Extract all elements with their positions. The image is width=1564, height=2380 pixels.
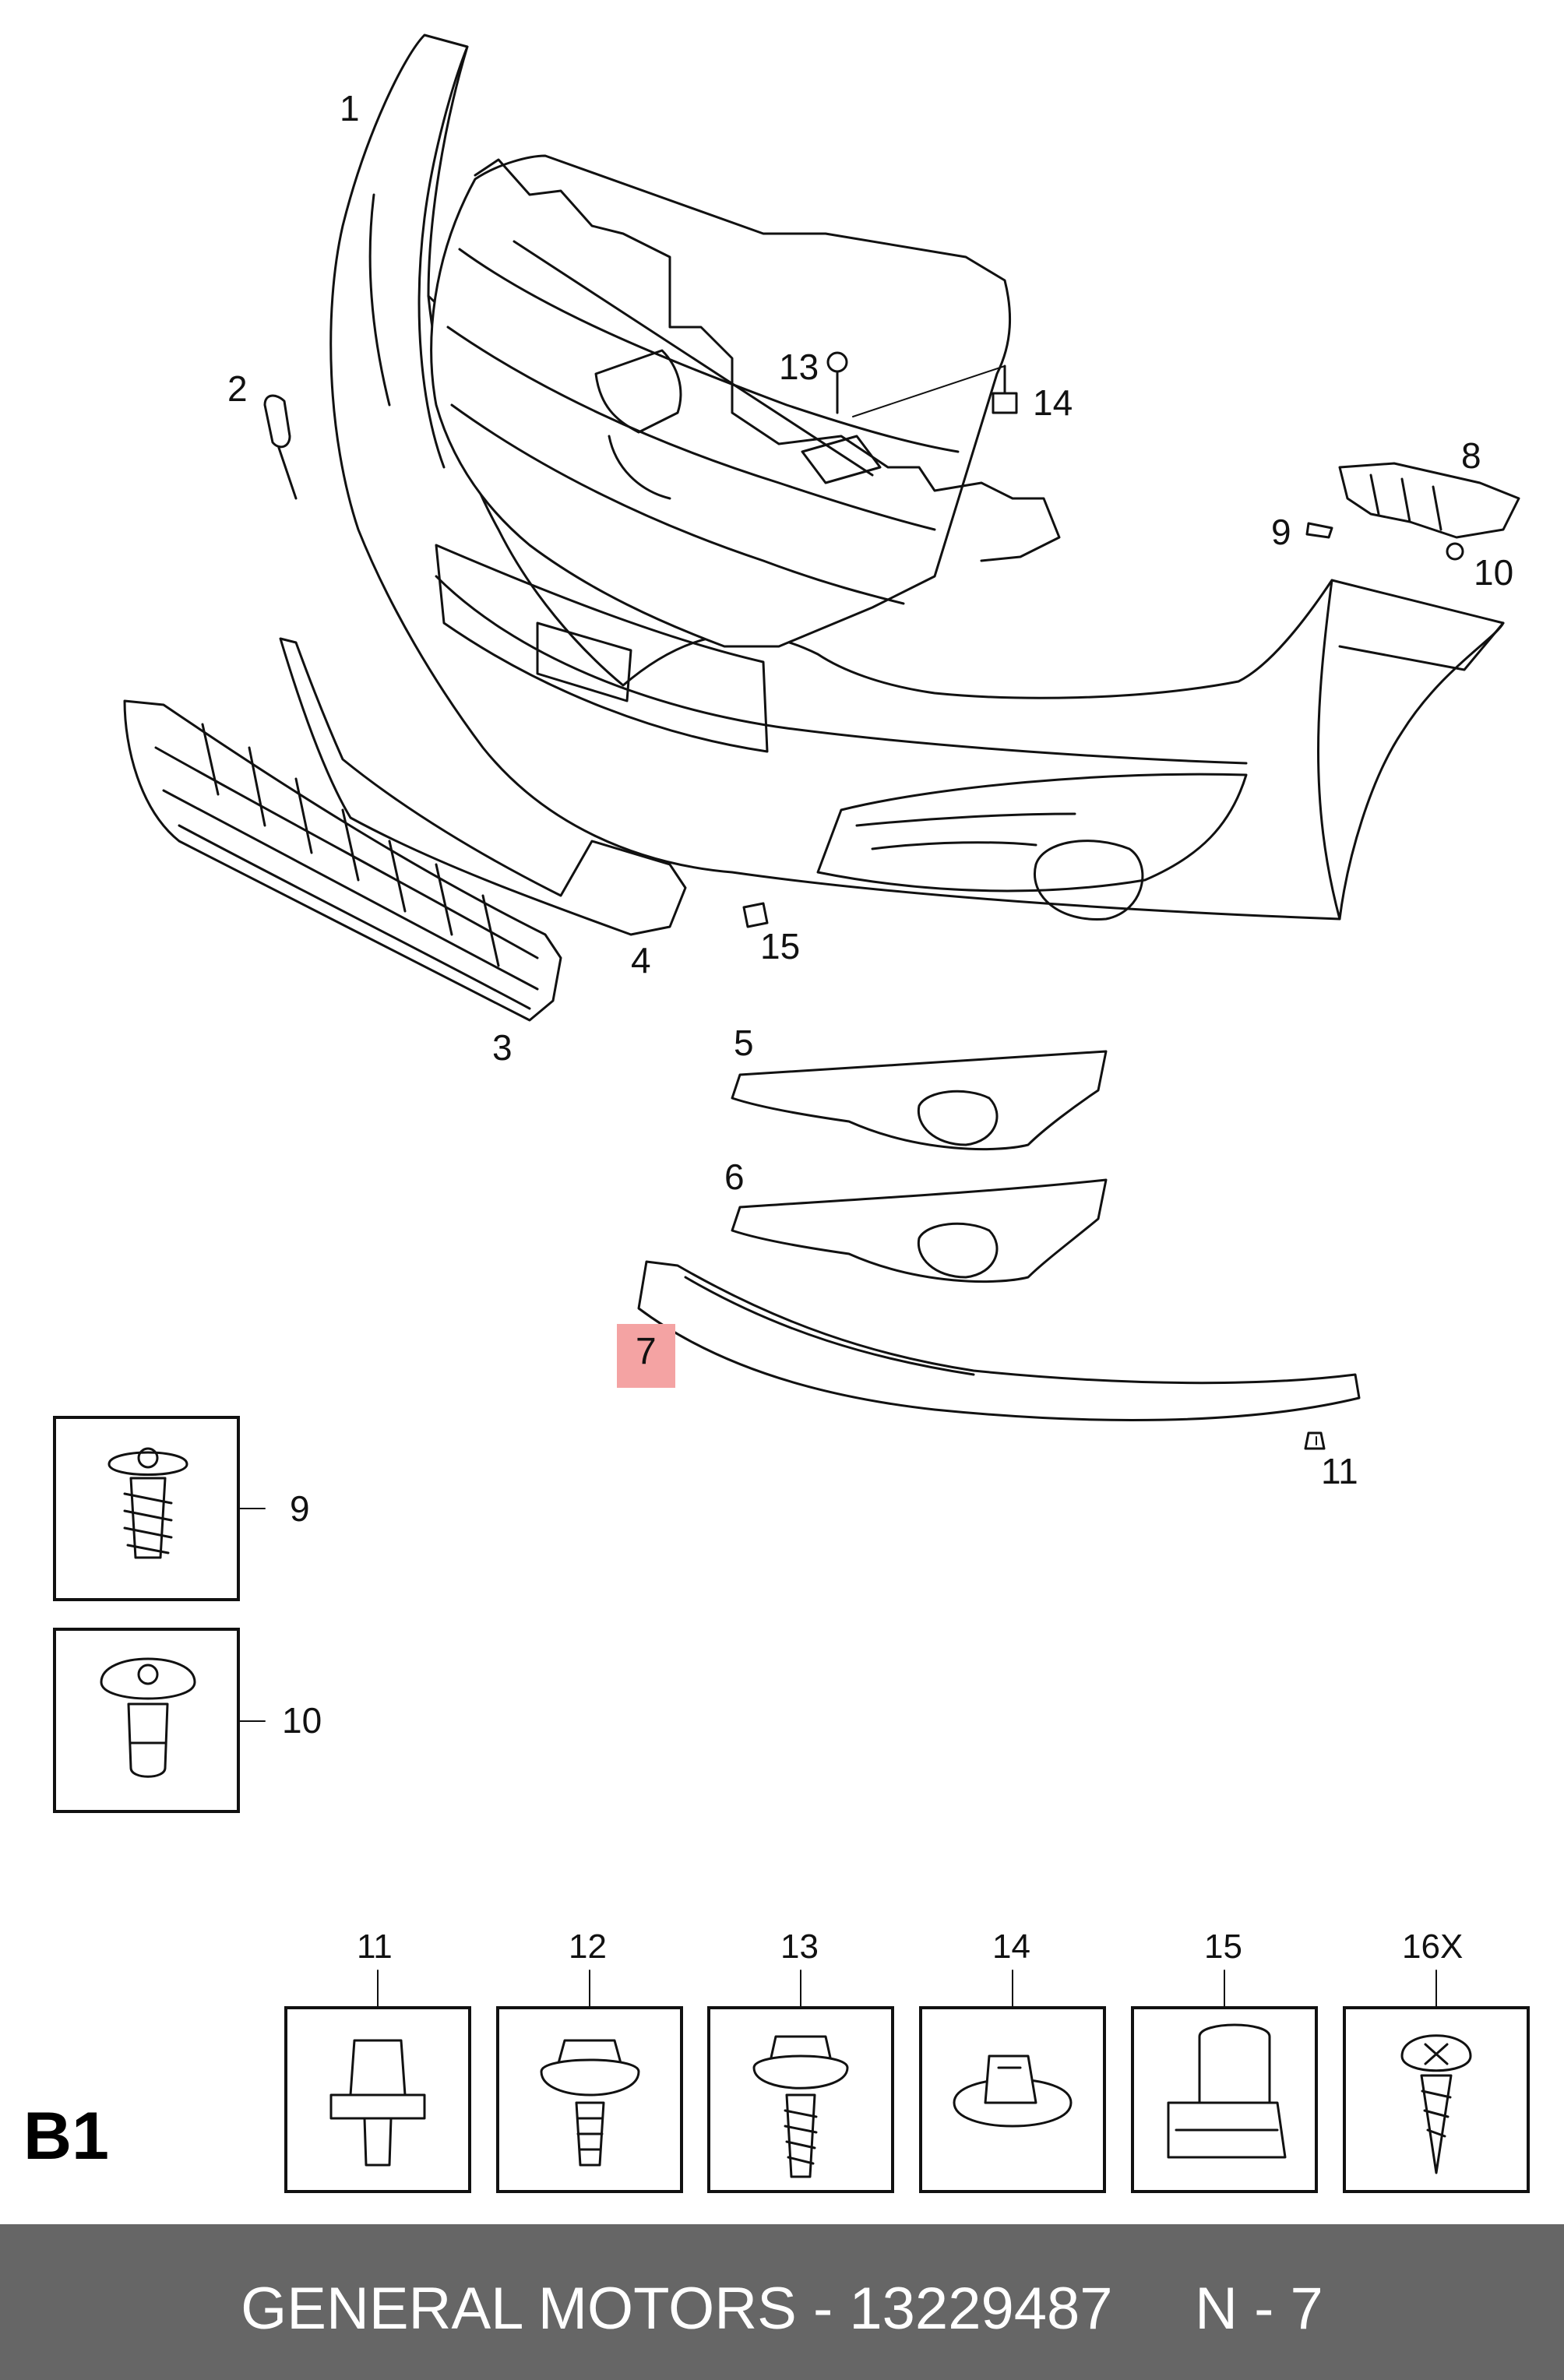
fastener-box-16x	[1343, 1970, 1530, 2193]
callout-8: 8	[1461, 435, 1481, 476]
upper-grille	[430, 154, 1012, 648]
fastener-header-16x: 16X	[1402, 1928, 1464, 1966]
callout-1: 1	[340, 88, 360, 129]
callout-14: 14	[1033, 382, 1073, 423]
fastener-box-15	[1131, 1970, 1318, 2193]
detail-box-10	[53, 1628, 266, 1813]
part-7-lower-trim-strip	[637, 1260, 1361, 1421]
callout-3: 3	[492, 1027, 513, 1068]
fastener-box-11	[284, 1970, 471, 2193]
footer-bar	[0, 2224, 1564, 2380]
footer-part-number: GENERAL MOTORS - 13229487 N - 7	[241, 2276, 1323, 2342]
fastener-header-11: 11	[357, 1928, 393, 1966]
fastener-header-15: 15	[1204, 1928, 1242, 1966]
leader-lines	[852, 365, 1317, 1445]
fastener-box-12	[496, 1970, 683, 2193]
part-13-bolt-small	[826, 351, 848, 414]
grille-upper-frame	[474, 158, 1061, 562]
fastener-header-13: 13	[780, 1928, 819, 1966]
callout-6: 6	[724, 1157, 745, 1197]
part-3-lower-grille	[123, 699, 562, 1022]
fastener-box-14	[919, 1970, 1106, 2193]
part-11-clip-small	[1304, 1431, 1326, 1450]
fastener-header-12: 12	[569, 1928, 607, 1966]
callout-15: 15	[760, 926, 801, 966]
fastener-box-13	[707, 1970, 894, 2193]
section-code-label: B1	[23, 2099, 109, 2174]
callout-5: 5	[734, 1023, 754, 1063]
detail-label-10: 10	[282, 1700, 322, 1741]
callout-9: 9	[1271, 512, 1291, 552]
detail-label-9: 9	[290, 1488, 310, 1529]
callout-4: 4	[631, 940, 651, 981]
part-2-tow-hook-cover	[263, 394, 298, 500]
part-14-nut-small	[992, 364, 1018, 414]
part-1-bumper-cover	[329, 33, 1505, 921]
callout-10: 10	[1474, 552, 1514, 593]
part-9-screw-small	[1305, 522, 1333, 539]
part-4-lower-bracket	[279, 637, 687, 936]
callout-7-highlighted: 7	[617, 1324, 675, 1388]
part-8-side-bracket	[1338, 462, 1520, 539]
part-6-fog-light-trim	[731, 1178, 1108, 1283]
part-10-rivet-small	[1446, 542, 1464, 561]
part-15-clip-nut-small	[742, 902, 769, 928]
callout-13: 13	[779, 347, 819, 387]
fastener-header-14: 14	[992, 1928, 1030, 1966]
callout-2: 2	[227, 368, 248, 409]
part-5-fog-light-trim	[731, 1050, 1108, 1151]
detail-box-9	[53, 1416, 266, 1601]
callout-11: 11	[1321, 1451, 1358, 1491]
